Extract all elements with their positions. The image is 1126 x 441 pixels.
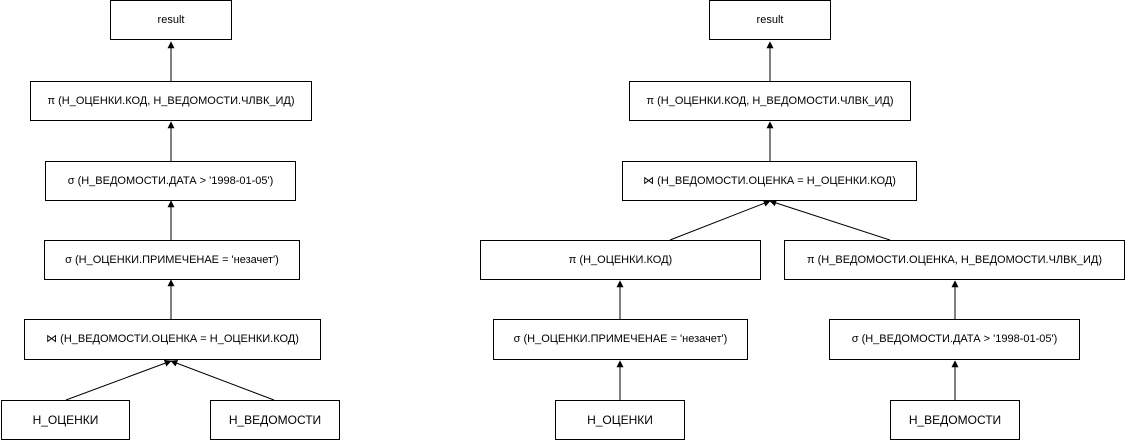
right-table-sheets-node: Н_ВЕДОМОСТИ: [890, 400, 1020, 440]
right-proj-sheets-node: π (Н_ВЕДОМОСТИ.ОЦЕНКА, Н_ВЕДОМОСТИ.ЧЛВК_…: [784, 240, 1125, 280]
left-select-date-node: σ (Н_ВЕДОМОСТИ.ДАТА > '1998-01-05'): [45, 161, 296, 201]
left-table-sheets-node: Н_ВЕДОМОСТИ: [210, 400, 340, 440]
edge-left-sheets-to-join: [170, 359, 275, 401]
right-proj-grades-label: π (Н_ОЦЕНКИ.КОД): [568, 253, 673, 266]
right-join-label: ⋈ (Н_ВЕДОМОСТИ.ОЦЕНКА = Н_ОЦЕНКИ.КОД): [643, 174, 896, 187]
right-select-note-node: σ (Н_ОЦЕНКИ.ПРИМЕЧЕНАЕ = 'незачет'): [493, 319, 748, 360]
edge-left-grades-to-join: [65, 359, 172, 401]
left-join-node: ⋈ (Н_ВЕДОМОСТИ.ОЦЕНКА = Н_ОЦЕНКИ.КОД): [24, 319, 321, 360]
left-table-grades-node: Н_ОЦЕНКИ: [1, 400, 130, 440]
edge-right-projgrades-to-join: [669, 200, 771, 241]
right-select-date-node: σ (Н_ВЕДОМОСТИ.ДАТА > '1998-01-05'): [829, 319, 1080, 360]
right-projection-node: π (Н_ОЦЕНКИ.КОД, Н_ВЕДОМОСТИ.ЧЛВК_ИД): [629, 81, 911, 121]
left-result-node: result: [110, 0, 232, 40]
right-projection-label: π (Н_ОЦЕНКИ.КОД, Н_ВЕДОМОСТИ.ЧЛВК_ИД): [646, 94, 894, 107]
right-select-date-label: σ (Н_ВЕДОМОСТИ.ДАТА > '1998-01-05'): [851, 333, 1058, 345]
left-projection-label: π (Н_ОЦЕНКИ.КОД, Н_ВЕДОМОСТИ.ЧЛВК_ИД): [47, 94, 295, 107]
right-table-grades-node: Н_ОЦЕНКИ: [555, 400, 685, 440]
right-table-sheets-label: Н_ВЕДОМОСТИ: [908, 413, 1002, 427]
edge-right-projsheets-to-join: [769, 199, 891, 241]
left-table-sheets-label: Н_ВЕДОМОСТИ: [228, 413, 322, 427]
right-result-node: result: [709, 0, 831, 40]
left-result-label: result: [157, 13, 185, 26]
right-join-node: ⋈ (Н_ВЕДОМОСТИ.ОЦЕНКА = Н_ОЦЕНКИ.КОД): [622, 161, 917, 201]
right-select-note-label: σ (Н_ОЦЕНКИ.ПРИМЕЧЕНАЕ = 'незачет'): [513, 333, 728, 345]
right-table-grades-label: Н_ОЦЕНКИ: [587, 413, 653, 427]
left-projection-node: π (Н_ОЦЕНКИ.КОД, Н_ВЕДОМОСТИ.ЧЛВК_ИД): [30, 81, 312, 121]
right-result-label: result: [756, 13, 784, 26]
left-select-date-label: σ (Н_ВЕДОМОСТИ.ДАТА > '1998-01-05'): [67, 174, 274, 187]
left-join-label: ⋈ (Н_ВЕДОМОСТИ.ОЦЕНКА = Н_ОЦЕНКИ.КОД): [46, 333, 299, 345]
left-select-note-label: σ (Н_ОЦЕНКИ.ПРИМЕЧЕНАЕ = 'незачет'): [65, 253, 279, 266]
right-proj-grades-node: π (Н_ОЦЕНКИ.КОД): [480, 240, 761, 280]
right-proj-sheets-label: π (Н_ВЕДОМОСТИ.ОЦЕНКА, Н_ВЕДОМОСТИ.ЧЛВК_…: [806, 253, 1102, 266]
left-select-note-node: σ (Н_ОЦЕНКИ.ПРИМЕЧЕНАЕ = 'незачет'): [44, 240, 300, 280]
left-table-grades-label: Н_ОЦЕНКИ: [32, 413, 99, 427]
